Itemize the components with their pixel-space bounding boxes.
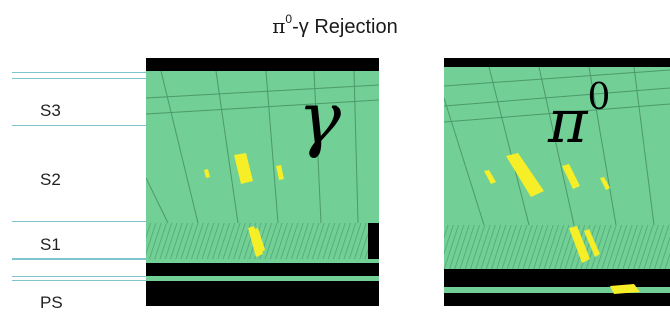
title-text: -γ Rejection xyxy=(292,16,398,38)
title-pi: π xyxy=(272,14,286,38)
pi0-shower-panel xyxy=(443,58,670,306)
cell-boundaries xyxy=(145,70,380,224)
absorber-layer xyxy=(146,281,379,306)
cell-boundaries xyxy=(443,66,670,226)
absorber-layer xyxy=(444,269,670,287)
layer-label-s1: S1 xyxy=(40,235,61,254)
layer-boundary-line xyxy=(12,258,146,260)
absorber-layer xyxy=(146,58,379,71)
energy-deposits xyxy=(484,153,640,294)
figure-title: π0-γ Rejection xyxy=(0,12,670,39)
absorber-layer xyxy=(444,58,670,67)
absorber-layer xyxy=(444,293,670,306)
gamma-symbol: γ xyxy=(298,82,341,154)
presampler-layer xyxy=(444,287,670,293)
pi0-symbol-superscript: 0 xyxy=(587,77,611,118)
layer-label-ps: PS xyxy=(40,293,63,312)
layer-boundary-line xyxy=(12,280,146,281)
layer-label-s2: S2 xyxy=(40,170,61,189)
pi0-symbol: π0 xyxy=(548,80,610,153)
layer-boundary-line xyxy=(12,78,146,79)
pi0-symbol-text: π xyxy=(548,87,588,157)
sampling-layer-s2-s3 xyxy=(146,71,379,223)
presampler-layer xyxy=(146,276,379,281)
layer-boundary-line xyxy=(12,72,146,73)
layer-label-s3: S3 xyxy=(40,101,61,120)
layer-boundary-line xyxy=(12,276,146,277)
gamma-shower-panel xyxy=(145,58,380,306)
layer-boundary-line xyxy=(12,221,146,222)
title-superscript: 0 xyxy=(285,12,293,27)
energy-deposits xyxy=(204,153,284,257)
gamma-shower-graphic xyxy=(145,58,380,306)
pi0-shower-graphic xyxy=(443,58,670,306)
gamma-symbol-text: γ xyxy=(298,76,342,160)
absorber-layer xyxy=(146,263,379,276)
layer-boundary-line xyxy=(12,125,146,126)
